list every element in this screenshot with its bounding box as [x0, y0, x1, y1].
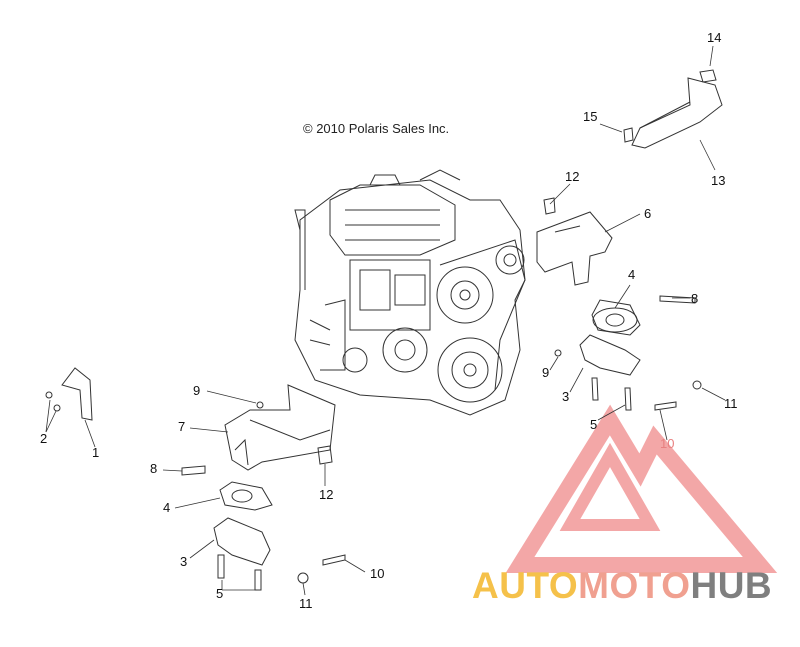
right-mount-assembly: [554, 295, 702, 411]
callout-4-left: 4: [163, 500, 171, 515]
watermark-auto: AUTO: [472, 565, 579, 606]
callout-5-left: 5: [216, 586, 224, 601]
callout-11-left: 11: [299, 596, 313, 611]
callout-10-left: 10: [370, 566, 385, 581]
part-7-bracket: [224, 384, 336, 471]
callout-8-left: 8: [150, 461, 158, 476]
callout-2: 2: [40, 431, 48, 446]
watermark-hub: HUB: [690, 565, 773, 606]
callout-14: 14: [707, 30, 722, 45]
callout-4-right: 4: [628, 267, 636, 282]
callout-1: 1: [92, 445, 100, 460]
engine-assembly: [294, 169, 526, 416]
left-mount-assembly: [181, 401, 346, 591]
watermark-text: AUTOMOTOHUB: [472, 565, 772, 607]
callout-10-right: 10: [660, 436, 675, 451]
watermark-moto: MOTO: [578, 565, 691, 606]
callout-8-right: 8: [691, 291, 699, 306]
callout-5-right: 5: [590, 417, 598, 432]
callout-11-right: 11: [724, 396, 738, 411]
copyright-notice: © 2010 Polaris Sales Inc.: [303, 121, 450, 136]
callout-9-left: 9: [193, 383, 201, 398]
callout-12-lower: 12: [319, 487, 334, 502]
callout-3-left: 3: [180, 554, 188, 569]
leader-lines: [45, 45, 726, 596]
callout-3-right: 3: [562, 389, 570, 404]
watermark-logo: [505, 404, 778, 573]
callout-13: 13: [711, 173, 726, 188]
callout-6: 6: [644, 206, 652, 221]
callout-7: 7: [178, 419, 186, 434]
callout-9-right: 9: [542, 365, 550, 380]
callout-15: 15: [583, 109, 598, 124]
callout-12-upper: 12: [565, 169, 580, 184]
part-13-cover: [623, 69, 723, 149]
part-6-bracket: [536, 197, 613, 286]
part-1-bracket: [45, 367, 93, 421]
